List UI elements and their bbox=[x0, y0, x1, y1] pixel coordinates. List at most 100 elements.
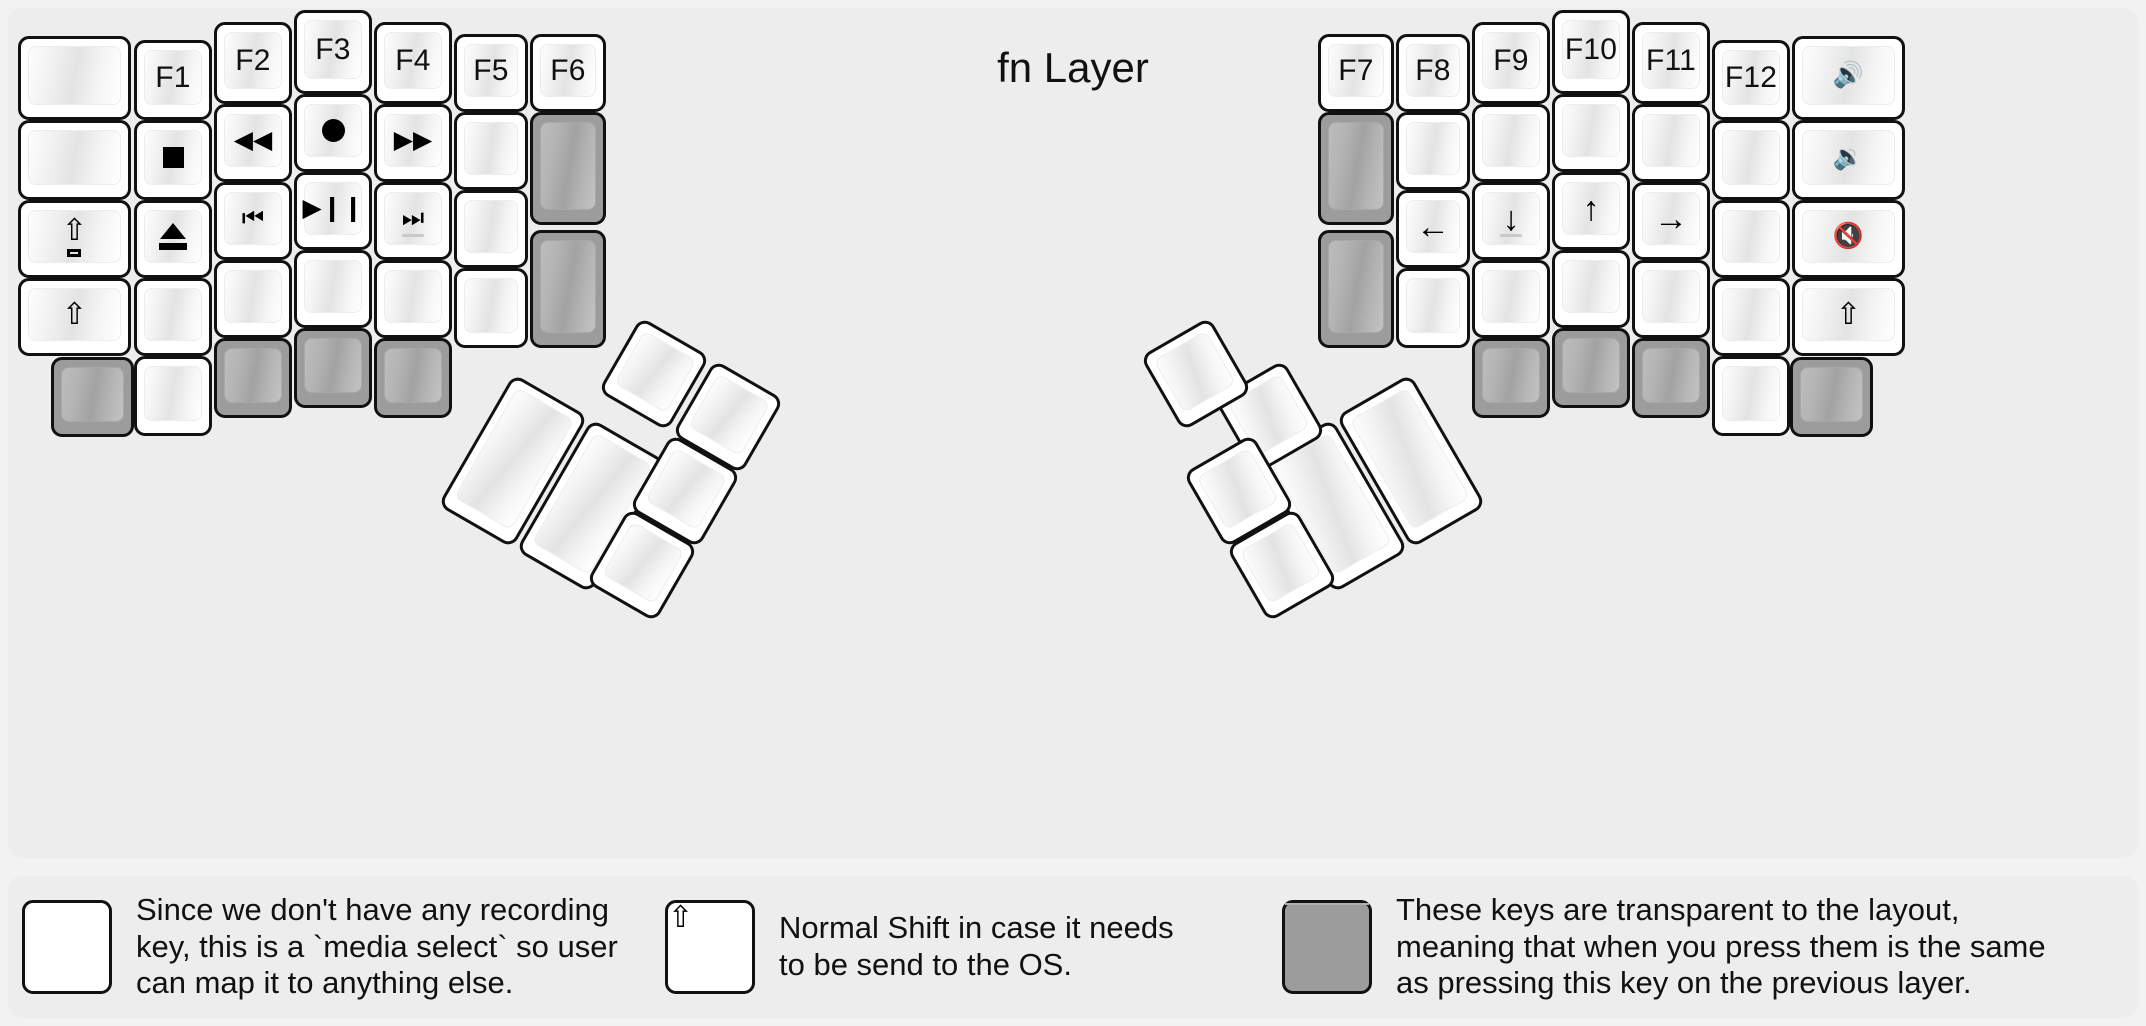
left-key-c3r4-transparent[interactable] bbox=[294, 328, 372, 408]
left-key-c6r1-transparent[interactable] bbox=[530, 112, 606, 225]
right-key-c4r4-transparent[interactable] bbox=[1632, 338, 1710, 418]
keycap-face bbox=[304, 338, 362, 393]
media-next-track-icon: ⏭ bbox=[401, 204, 425, 232]
left-key-c5r1[interactable] bbox=[454, 112, 528, 190]
right-key-c1r1[interactable] bbox=[1396, 112, 1470, 190]
right-key-c4r2-arrow-right[interactable]: → bbox=[1632, 182, 1710, 260]
right-key-c5r1[interactable] bbox=[1712, 120, 1790, 200]
right-key-c6r0-volume-up[interactable]: 🔊 bbox=[1792, 36, 1905, 120]
right-key-c5r4[interactable] bbox=[1712, 356, 1790, 436]
keycap-face: F2 bbox=[224, 32, 282, 89]
left-key-c0r1[interactable] bbox=[18, 120, 131, 200]
left-key-c4r3[interactable] bbox=[374, 260, 452, 338]
keycap-face bbox=[1328, 122, 1384, 210]
left-key-c1r2-eject[interactable] bbox=[134, 200, 212, 278]
keycap-face bbox=[602, 521, 685, 605]
right-key-c0r1-transparent[interactable] bbox=[1318, 112, 1394, 225]
arrow-left-icon: ← bbox=[1416, 207, 1450, 246]
right-key-c5r2[interactable] bbox=[1712, 200, 1790, 278]
keycap-face bbox=[1482, 348, 1540, 403]
left-key-c2r0-f2[interactable]: F2 bbox=[214, 22, 292, 104]
volume-mute-icon: 🔇 bbox=[1832, 222, 1865, 250]
right-key-c5r0-f12[interactable]: F12 bbox=[1712, 40, 1790, 120]
keycap-face: F7 bbox=[1328, 44, 1384, 97]
left-key-c2r4-transparent[interactable] bbox=[214, 338, 292, 418]
right-key-c4r0-f11[interactable]: F11 bbox=[1632, 22, 1710, 104]
keycap-face: F1 bbox=[144, 50, 202, 105]
left-key-c0r2-caps-lock[interactable]: ⇧ bbox=[18, 200, 131, 278]
keycap-face bbox=[1406, 278, 1460, 333]
left-key-c6r2-transparent[interactable] bbox=[530, 230, 606, 348]
right-key-c2r1[interactable] bbox=[1472, 104, 1550, 182]
left-key-c2r1-rewind[interactable]: ◀◀ bbox=[214, 104, 292, 182]
left-key-c4r0-f4[interactable]: F4 bbox=[374, 22, 452, 104]
left-key-c5r3[interactable] bbox=[454, 268, 528, 348]
right-key-c6r2-volume-mute[interactable]: 🔇 bbox=[1792, 200, 1905, 278]
keycap-face bbox=[1562, 104, 1620, 157]
left-key-c2r3[interactable] bbox=[214, 260, 292, 338]
key-label: F10 bbox=[1564, 32, 1618, 66]
media-record-icon bbox=[321, 119, 345, 142]
left-key-c3r1-record[interactable] bbox=[294, 94, 372, 172]
keycap-face bbox=[1406, 122, 1460, 175]
keycap-face bbox=[1642, 348, 1700, 403]
caps-lock-icon: ⇧ bbox=[62, 216, 87, 257]
legend-panel bbox=[8, 876, 2138, 1018]
keycap-face bbox=[144, 130, 202, 185]
right-key-c6r3-shift[interactable]: ⇧ bbox=[1792, 278, 1905, 356]
keycap-face bbox=[1482, 270, 1540, 323]
keycap-face bbox=[1328, 240, 1384, 333]
right-key-c3r3[interactable] bbox=[1552, 250, 1630, 328]
left-key-c4r4-transparent[interactable] bbox=[374, 338, 452, 418]
keycap-face: F5 bbox=[464, 44, 518, 97]
left-key-c4r2-next-track[interactable]: ⏭ bbox=[374, 182, 452, 260]
left-key-c3r3[interactable] bbox=[294, 250, 372, 328]
right-key-c2r4-transparent[interactable] bbox=[1472, 338, 1550, 418]
left-key-c6r0-f6[interactable]: F6 bbox=[530, 34, 606, 112]
left-key-c0r0[interactable] bbox=[18, 36, 131, 120]
right-key-c6r1-volume-down[interactable]: 🔉 bbox=[1792, 120, 1905, 200]
keycap-face: ⏭ bbox=[384, 192, 442, 245]
left-key-c1r1-media-stop[interactable] bbox=[134, 120, 212, 200]
right-key-c2r3[interactable] bbox=[1472, 260, 1550, 338]
right-key-c4r1[interactable] bbox=[1632, 104, 1710, 182]
right-key-c1r0-f8[interactable]: F8 bbox=[1396, 34, 1470, 112]
right-key-c5r3[interactable] bbox=[1712, 278, 1790, 356]
left-key-c5r2[interactable] bbox=[454, 190, 528, 268]
right-key-c3r0-f10[interactable]: F10 bbox=[1552, 10, 1630, 94]
left-key-c1r4[interactable] bbox=[134, 356, 212, 436]
key-label: F12 bbox=[1724, 60, 1778, 94]
right-key-c0r0-f7[interactable]: F7 bbox=[1318, 34, 1394, 112]
keycap-face: F9 bbox=[1482, 32, 1540, 89]
media-previous-track-icon: ⏮ bbox=[241, 204, 265, 232]
right-key-c2r2-arrow-down[interactable]: ↓ bbox=[1472, 182, 1550, 260]
right-key-c3r1[interactable] bbox=[1552, 94, 1630, 172]
left-key-c4r1-fast-forward[interactable]: ▶▶ bbox=[374, 104, 452, 182]
legend-key-transparent bbox=[1282, 900, 1372, 994]
key-label: F8 bbox=[1415, 53, 1451, 87]
left-key-c1r3[interactable] bbox=[134, 278, 212, 356]
right-key-c6r4-transparent[interactable] bbox=[1790, 357, 1873, 437]
right-key-c4r3[interactable] bbox=[1632, 260, 1710, 338]
right-key-c1r2-arrow-left[interactable]: ← bbox=[1396, 190, 1470, 268]
keycap-face: ⇧ bbox=[28, 288, 121, 341]
left-key-c5r0-f5[interactable]: F5 bbox=[454, 34, 528, 112]
shift-icon: ⇧ bbox=[1835, 297, 1862, 331]
right-key-c3r4-transparent[interactable] bbox=[1552, 328, 1630, 408]
right-key-c1r3[interactable] bbox=[1396, 268, 1470, 348]
left-key-c0r4-transparent[interactable] bbox=[51, 357, 134, 437]
legend-item-shift: ⇧ Normal Shift in case it needs to be se… bbox=[665, 890, 1225, 1004]
keycap-face: F8 bbox=[1406, 44, 1460, 97]
left-key-c0r3-shift[interactable]: ⇧ bbox=[18, 278, 131, 356]
keycap-face bbox=[304, 104, 362, 157]
key-label: F3 bbox=[315, 32, 351, 66]
left-key-c3r2-play-pause[interactable]: ▶❙❙ bbox=[294, 172, 372, 250]
keycap-face bbox=[688, 373, 771, 457]
right-key-c2r0-f9[interactable]: F9 bbox=[1472, 22, 1550, 104]
right-key-c3r2-arrow-up[interactable]: ↑ bbox=[1552, 172, 1630, 250]
left-key-c2r2-previous-track[interactable]: ⏮ bbox=[214, 182, 292, 260]
right-key-c0r2-transparent[interactable] bbox=[1318, 230, 1394, 348]
left-key-c1r0-f1[interactable]: F1 bbox=[134, 40, 212, 120]
left-key-c3r0-f3[interactable]: F3 bbox=[294, 10, 372, 94]
shift-icon: ⇧ bbox=[668, 901, 694, 934]
